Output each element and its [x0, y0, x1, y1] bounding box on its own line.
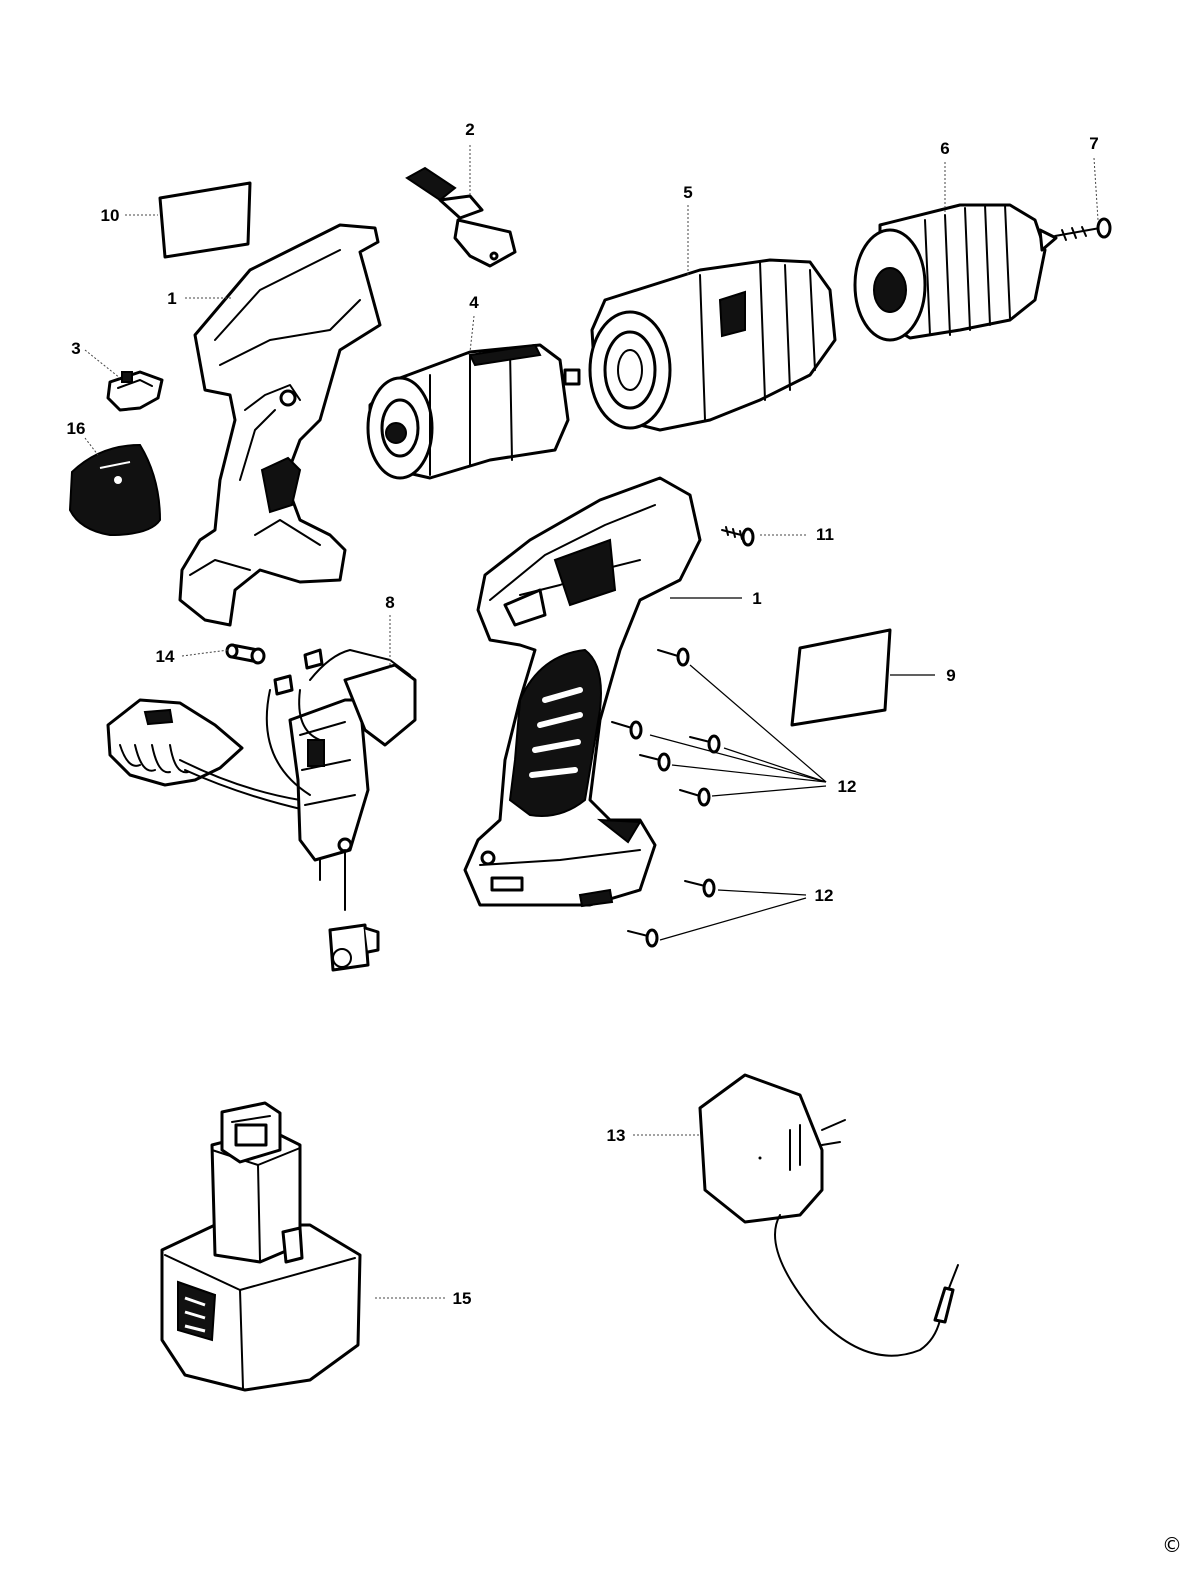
callout-7: 7: [1089, 134, 1098, 153]
housing-left-half: [178, 223, 382, 627]
pin: [225, 643, 266, 665]
screw-top: [721, 526, 755, 547]
callout-9: 9: [946, 666, 955, 685]
battery-pack: [160, 1101, 362, 1392]
brush-holder: [405, 166, 517, 268]
callout-12-b: 12: [815, 886, 834, 905]
callout-14: 14: [156, 647, 175, 666]
callout-15: 15: [453, 1289, 472, 1308]
label-sticker-right: [790, 628, 892, 727]
callout-10: 10: [101, 206, 120, 225]
callout-16: 16: [67, 419, 86, 438]
callout-11: 11: [816, 525, 834, 544]
callout-8: 8: [385, 593, 394, 612]
label-sticker-left: [158, 181, 252, 259]
callout-4: 4: [469, 293, 479, 312]
screws-group-a: [611, 647, 721, 807]
callout-5: 5: [683, 183, 692, 202]
copyright-mark: ©: [1162, 1533, 1182, 1557]
housing-right-assembled: [463, 476, 702, 908]
small-switch: [106, 370, 164, 412]
chuck-screw: [1054, 217, 1112, 241]
leader-lines: [84, 145, 1099, 1299]
charger: [698, 1073, 959, 1357]
cover-part: [68, 443, 162, 537]
callout-1-right: 1: [752, 589, 761, 608]
motor: [366, 343, 581, 480]
gearbox: [588, 258, 837, 432]
callout-labels: 2 10 1 3 16 4 5 6 7 11 1 9 14 8 12 12 13…: [67, 120, 1099, 1308]
chuck: [853, 203, 1058, 342]
callout-3: 3: [71, 339, 80, 358]
switch-assembly: [106, 648, 417, 972]
screws-group-b: [627, 878, 716, 948]
callout-12-a: 12: [838, 777, 857, 796]
callout-2: 2: [465, 120, 474, 139]
callout-6: 6: [940, 139, 949, 158]
callout-1-left: 1: [167, 289, 176, 308]
callout-13: 13: [607, 1126, 626, 1145]
